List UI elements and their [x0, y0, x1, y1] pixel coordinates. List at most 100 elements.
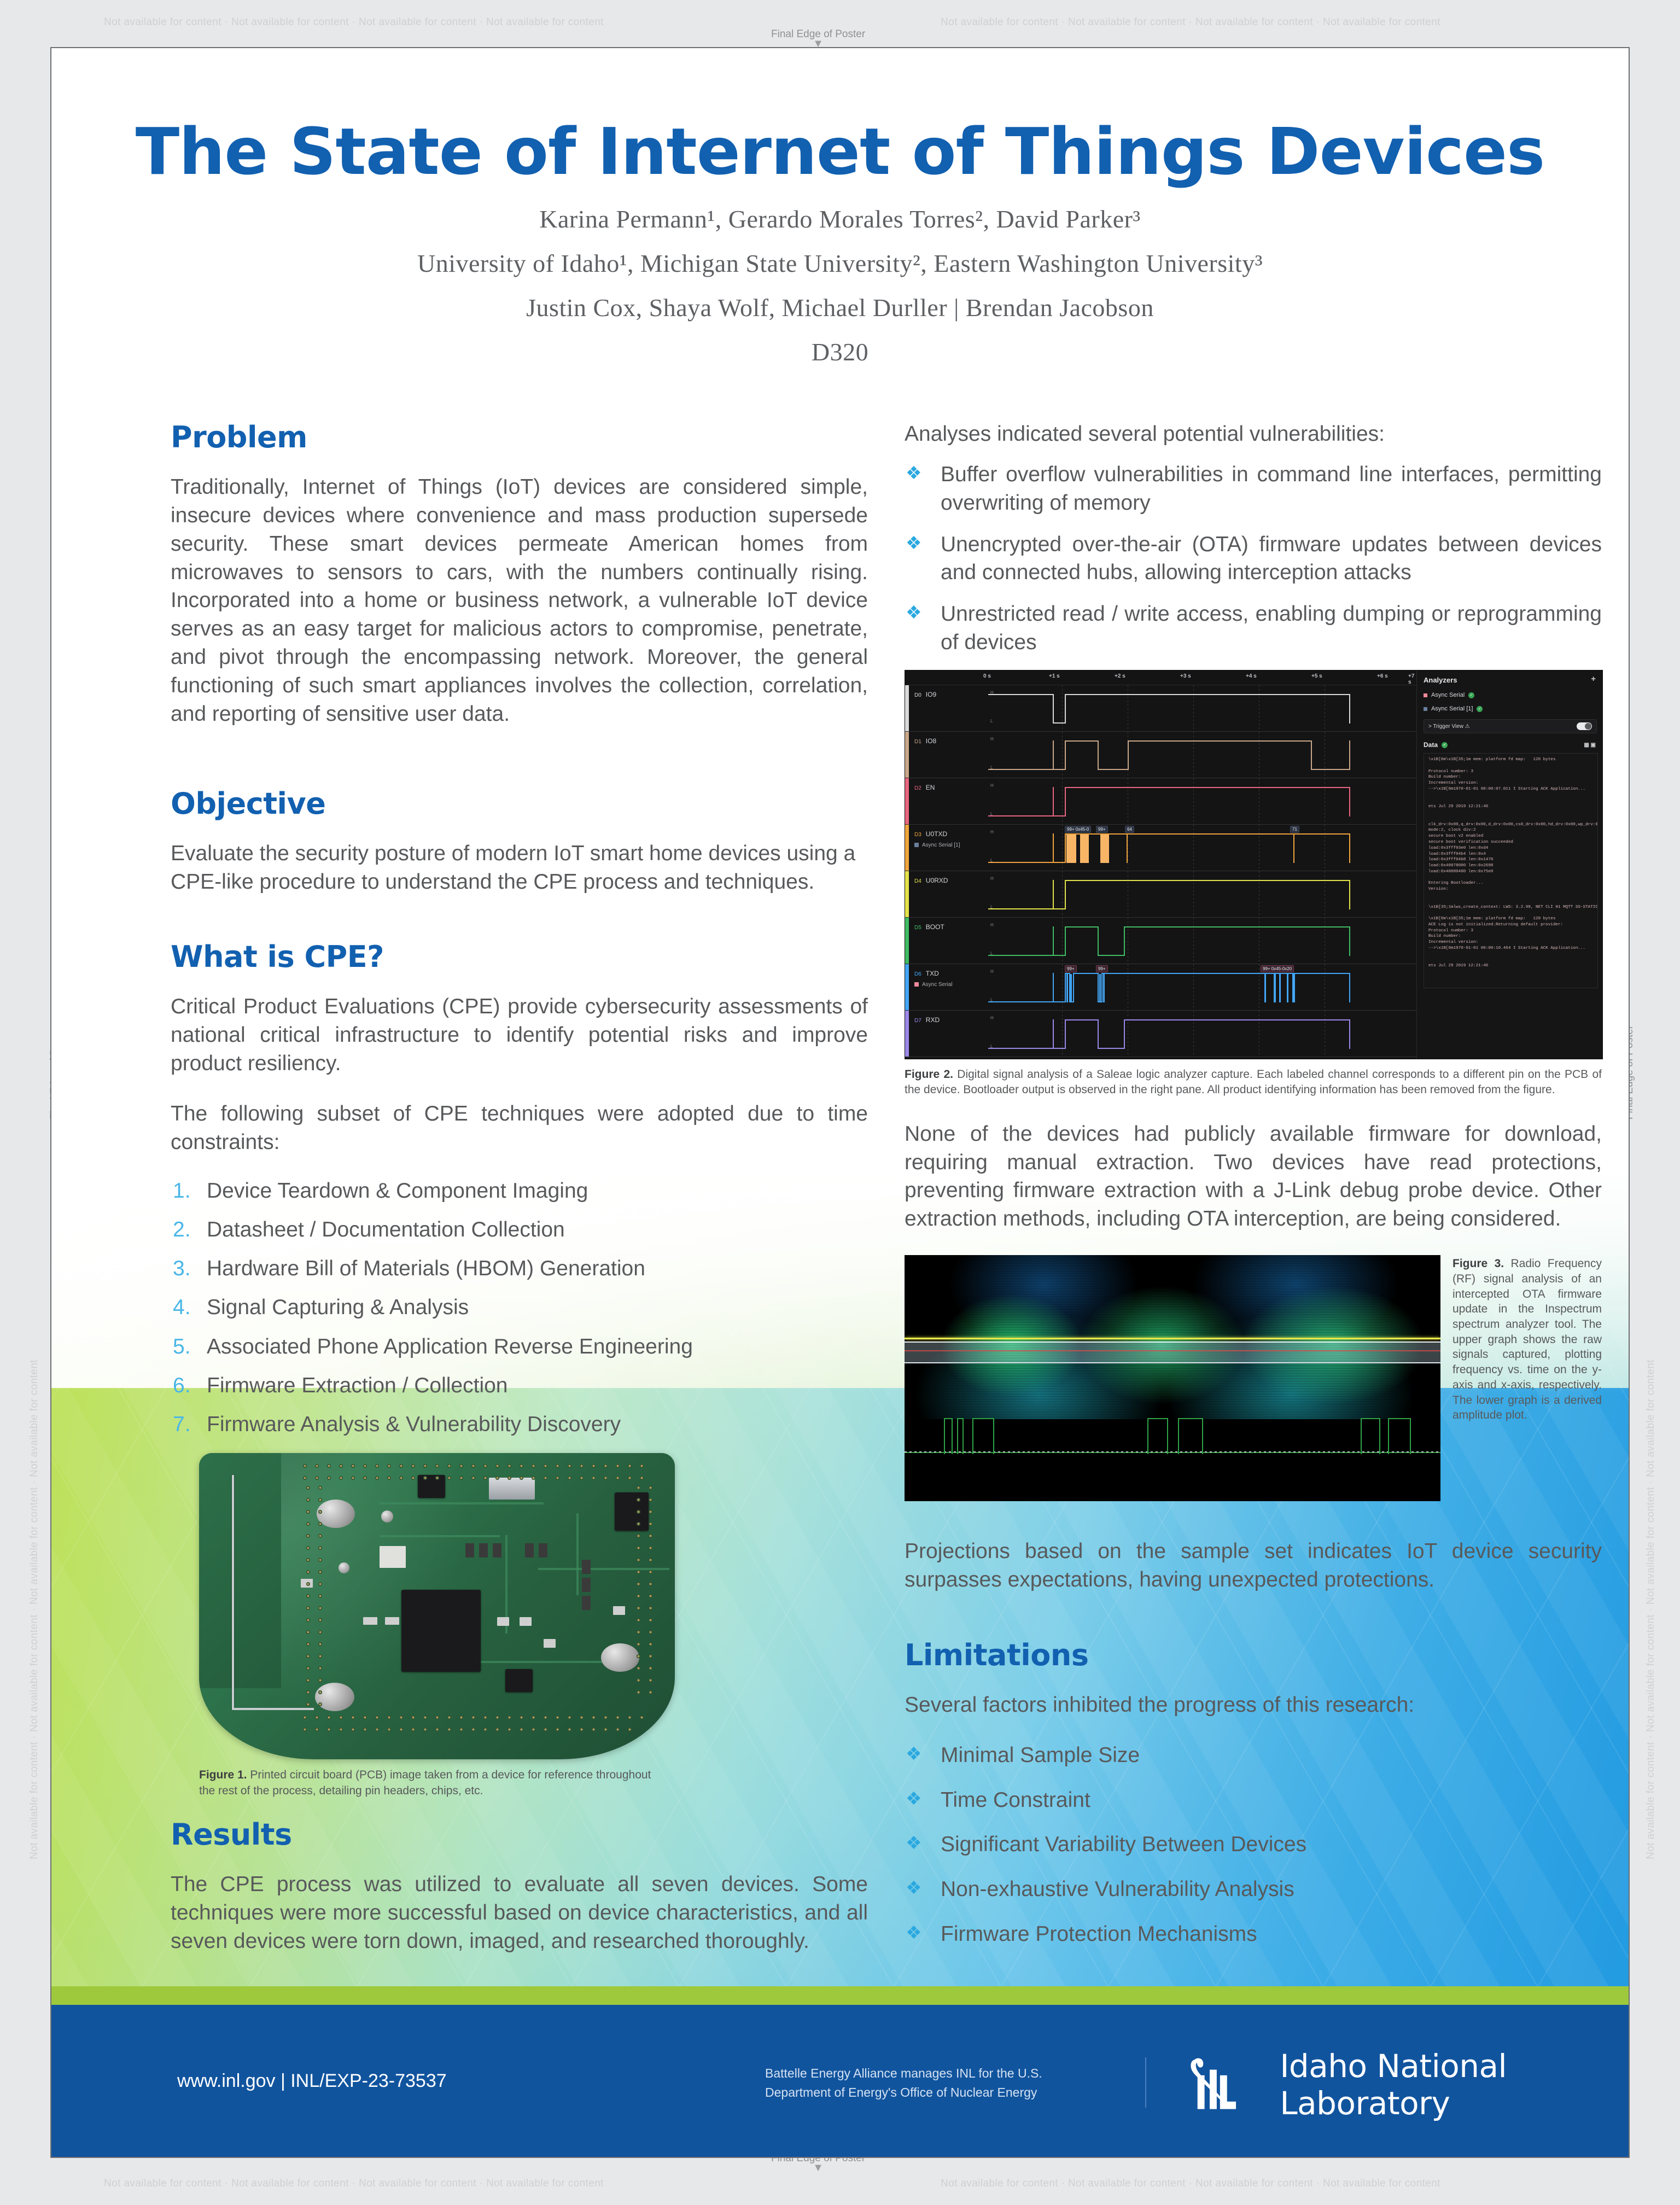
add-analyzer-icon[interactable]: + — [1591, 674, 1596, 684]
trigger-view-toggle[interactable] — [1577, 722, 1592, 731]
pcb-through-hole — [544, 1728, 547, 1732]
pcb-through-hole — [399, 1464, 403, 1468]
check-icon: ✓ — [1442, 742, 1448, 748]
channel-color-bar — [905, 964, 909, 1011]
pcb-through-hole — [399, 1728, 403, 1732]
trigger-view-row[interactable]: > Trigger View ⚠ — [1424, 719, 1597, 734]
spacer — [171, 750, 868, 786]
rf-pulse — [957, 1418, 964, 1455]
pcb-through-hole — [649, 1666, 652, 1671]
pcb-through-hole — [637, 1690, 640, 1695]
waveform-spike — [1053, 973, 1054, 1003]
decoded-data-tag[interactable]: 99+ — [1096, 965, 1108, 973]
rf-pulse — [972, 1418, 994, 1455]
pcb-through-hole — [649, 1558, 652, 1562]
list-item-label: Buffer overflow vulnerabilities in comma… — [941, 462, 1602, 515]
pcb-through-hole — [649, 1582, 652, 1586]
pcb-flash-chip — [615, 1492, 649, 1531]
pcb-through-hole — [318, 1486, 322, 1490]
pcb-through-hole — [649, 1654, 652, 1659]
waveform-spike — [1053, 926, 1054, 956]
poster-header: The State of Internet of Things Devices … — [51, 48, 1629, 366]
pcb-through-hole — [520, 1728, 523, 1732]
pcb-through-hole — [637, 1510, 640, 1514]
pcb-through-hole — [616, 1464, 620, 1468]
poster-footer: www.inl.gov | INL/EXP-23-73537 Battelle … — [51, 1986, 1629, 2157]
decoded-data-tag[interactable]: 99+ — [1065, 965, 1077, 973]
rf-pulse — [1178, 1418, 1203, 1455]
pcb-trace — [538, 1568, 669, 1571]
diamond-bullet-icon: ❖ — [906, 1833, 922, 1853]
waveform-edge — [1349, 926, 1350, 956]
footer-management-line-1: Battelle Energy Alliance manages INL for… — [765, 2066, 1042, 2080]
pcb-through-hole — [637, 1678, 640, 1683]
pcb-through-hole — [435, 1716, 439, 1720]
pcb-through-hole — [628, 1464, 632, 1468]
pcb-through-hole — [628, 1728, 632, 1732]
pcb-through-hole — [637, 1666, 640, 1671]
pcb-through-hole — [628, 1716, 632, 1720]
pcb-through-hole — [306, 1510, 310, 1514]
diamond-bullet-icon: ❖ — [906, 602, 922, 623]
waveform-segment — [1124, 926, 1349, 928]
pcb-through-hole — [649, 1486, 652, 1490]
pcb-through-hole — [649, 1618, 652, 1623]
figure-1: Figure 1. Printed circuit board (PCB) im… — [199, 1453, 675, 1797]
decoded-data-tag[interactable]: 99+ — [1096, 826, 1108, 833]
footer-url[interactable]: www.inl.gov | INL/EXP-23-73537 — [177, 2070, 447, 2091]
analyzer-row-async-serial[interactable]: Async Serial ✓ — [1424, 692, 1602, 698]
pcb-trace — [505, 1535, 508, 1634]
waveform-segment — [1065, 880, 1349, 882]
pcb-through-hole — [483, 1728, 487, 1732]
pcb-trace — [380, 1535, 500, 1538]
serial-data-pulse — [1103, 974, 1105, 1003]
timeline-gridline — [1062, 778, 1063, 825]
timeline-gridline — [1062, 964, 1063, 1011]
rf-threshold-dotted-line — [905, 1451, 1440, 1453]
pcb-through-hole — [318, 1594, 322, 1599]
list-item: ❖Unrestricted read / write access, enabl… — [905, 600, 1602, 657]
waveform-segment — [1128, 740, 1311, 742]
waveform-edge — [1053, 694, 1054, 724]
pcb-through-hole — [423, 1728, 427, 1732]
pcb-through-hole — [649, 1606, 652, 1611]
decoded-data-tag[interactable]: 99+ 0x45-0 — [1065, 826, 1092, 833]
waveform-edge — [1124, 1019, 1125, 1049]
decoded-data-tag[interactable]: 71 — [1290, 826, 1299, 833]
pcb-smd-part — [582, 1596, 591, 1611]
pcb-through-hole — [637, 1570, 640, 1574]
pcb-smd-part — [525, 1543, 534, 1558]
waveform-edge — [1098, 973, 1099, 1003]
decoded-data-tag[interactable]: 64 — [1125, 826, 1134, 833]
pcb-through-hole — [483, 1476, 487, 1480]
pcb-through-hole — [640, 1476, 644, 1480]
pcb-through-hole — [483, 1716, 487, 1720]
list-item: Firmware Analysis & Vulnerability Discov… — [173, 1412, 621, 1437]
list-item: ❖Time Constraint — [905, 1786, 1602, 1815]
trigger-view-label: > Trigger View ⚠ — [1428, 723, 1470, 730]
pcb-through-hole — [318, 1510, 322, 1514]
problem-paragraph: Traditionally, Internet of Things (IoT) … — [171, 475, 868, 726]
pcb-capacitor — [315, 1683, 354, 1712]
analyzer-row-async-serial-1[interactable]: Async Serial [1] ✓ — [1424, 705, 1602, 712]
decoded-data-tag[interactable]: 99+ 0x45-0x20 — [1261, 965, 1294, 973]
pcb-through-hole — [483, 1464, 487, 1468]
data-view-icons[interactable]: ▦ ▣ — [1584, 742, 1596, 748]
waveform-segment — [988, 908, 1065, 910]
pcb-main-mcu-chip — [401, 1590, 481, 1672]
pcb-antenna-wire — [232, 1475, 234, 1711]
channel-id: D1 — [914, 739, 921, 745]
pcb-through-hole — [637, 1606, 640, 1611]
pcb-through-hole — [387, 1464, 391, 1468]
